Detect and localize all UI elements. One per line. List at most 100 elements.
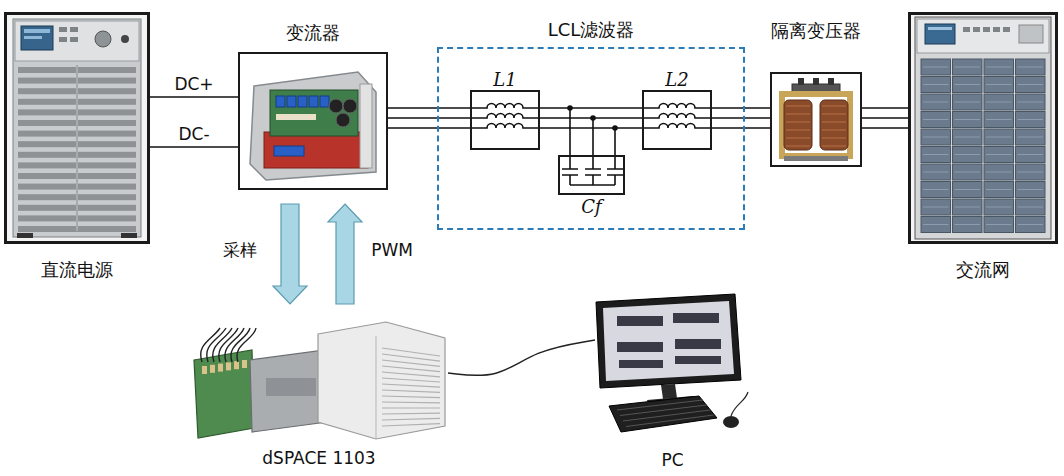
drawing-part: [70, 37, 78, 42]
drawing-part: [17, 233, 33, 238]
dc-line: [150, 97, 238, 98]
drawing-part: [562, 157, 578, 185]
drawing-part: [617, 316, 663, 326]
rackDC-illustration: [7, 15, 147, 241]
drawing-part: [1016, 164, 1046, 180]
drawing-part: [70, 27, 78, 32]
drawing-part: [928, 27, 952, 30]
branch-wire: [614, 128, 616, 155]
drawing-part: [986, 224, 1012, 225]
drawing-part: [276, 96, 285, 107]
drawing-part: [59, 37, 67, 42]
drawing-part: [620, 405, 707, 416]
drawing-part: [237, 328, 256, 362]
drawing-part: [953, 77, 983, 93]
drawing-part: [202, 366, 207, 374]
drawing-part: [921, 217, 951, 233]
drawing-part: [782, 94, 850, 156]
drawing-part: [953, 199, 983, 215]
drawing-part: [1018, 67, 1044, 68]
drawing-part: [382, 354, 440, 361]
drawing-part: [603, 301, 734, 381]
drawing-part: [973, 27, 980, 32]
drawing-part: [828, 78, 834, 85]
drawing-part: [921, 147, 951, 163]
three-phase-line: [712, 108, 770, 128]
drawing-part: [21, 26, 53, 50]
phase-wire: [712, 117, 770, 119]
drawing-part: [986, 172, 1012, 173]
drawing-part: [984, 59, 1014, 75]
drawing-part: [955, 172, 981, 173]
drawing-part: [76, 65, 78, 231]
drawing-part: [1018, 84, 1044, 85]
phase-wire: [388, 107, 470, 109]
drawing-part: [1016, 182, 1046, 198]
drawing-part: [786, 105, 810, 106]
drawing-part: [953, 164, 983, 180]
drawing-part: [1018, 119, 1044, 120]
drawing-part: [472, 114, 538, 119]
drawing-part: [986, 84, 1012, 85]
phase-wire: [540, 127, 642, 129]
drawing-part: [210, 365, 215, 373]
phase-wire: [540, 117, 642, 119]
drawing-part: [1016, 77, 1046, 93]
drawing-part: [382, 366, 440, 372]
equipment-label: L1: [493, 69, 516, 91]
drawing-part: [923, 172, 949, 173]
drawing-part: [226, 362, 231, 370]
drawing-part: [298, 96, 307, 107]
drawing-part: [194, 322, 445, 439]
inductor-box: L2: [642, 90, 712, 150]
drawing-part: [13, 19, 141, 238]
cable: [448, 340, 595, 375]
drawing-part: [617, 342, 663, 352]
drawing-part: [986, 154, 1012, 155]
drawing-part: [984, 217, 1014, 233]
drawing-part: [955, 207, 981, 208]
drawing-part: [1018, 137, 1044, 138]
drawing-part: [984, 164, 1014, 180]
drawing-part: [472, 124, 538, 129]
drawing-part: [382, 413, 440, 415]
drawing-part: [915, 17, 1051, 239]
label-text: 交流网: [956, 259, 1010, 281]
phase-wire: [540, 107, 642, 109]
drawing-part: [1016, 112, 1046, 128]
label-text: 直流电源: [41, 259, 113, 281]
phase-wire: [712, 127, 770, 129]
signal-arrow: [273, 204, 307, 304]
drawing-part: [1018, 172, 1044, 173]
drawing-part: [329, 99, 343, 113]
drawing-part: [1018, 189, 1044, 190]
drawing-part: [923, 67, 949, 68]
drawing-part: [953, 94, 983, 110]
drawing-part: [617, 400, 703, 410]
drawing-part: [822, 105, 846, 106]
drawing-part: [984, 77, 1014, 93]
drawing-part: [234, 361, 239, 369]
drawing-part: [986, 67, 1012, 68]
communication-cable: [448, 340, 595, 375]
phase-wire: [388, 117, 470, 119]
drawing-part: [786, 113, 810, 114]
drawing-part: [320, 96, 329, 107]
inductor-box: L1: [470, 90, 540, 150]
drawing-part: [955, 102, 981, 103]
drawing-part: [786, 145, 810, 146]
phase-wire: [388, 127, 470, 129]
capacitor-illustration: [560, 157, 623, 193]
drawing-part: [231, 328, 250, 362]
drawing-part: [1018, 102, 1044, 103]
drawing-part: [921, 182, 951, 198]
drawing-part: [984, 129, 1014, 145]
drawing-part: [15, 21, 139, 61]
drawing-part: [822, 137, 846, 138]
drawing-part: [360, 84, 372, 168]
drawing-part: [661, 384, 677, 399]
drawing-part: [955, 84, 981, 85]
drawing-part: [1018, 207, 1044, 208]
